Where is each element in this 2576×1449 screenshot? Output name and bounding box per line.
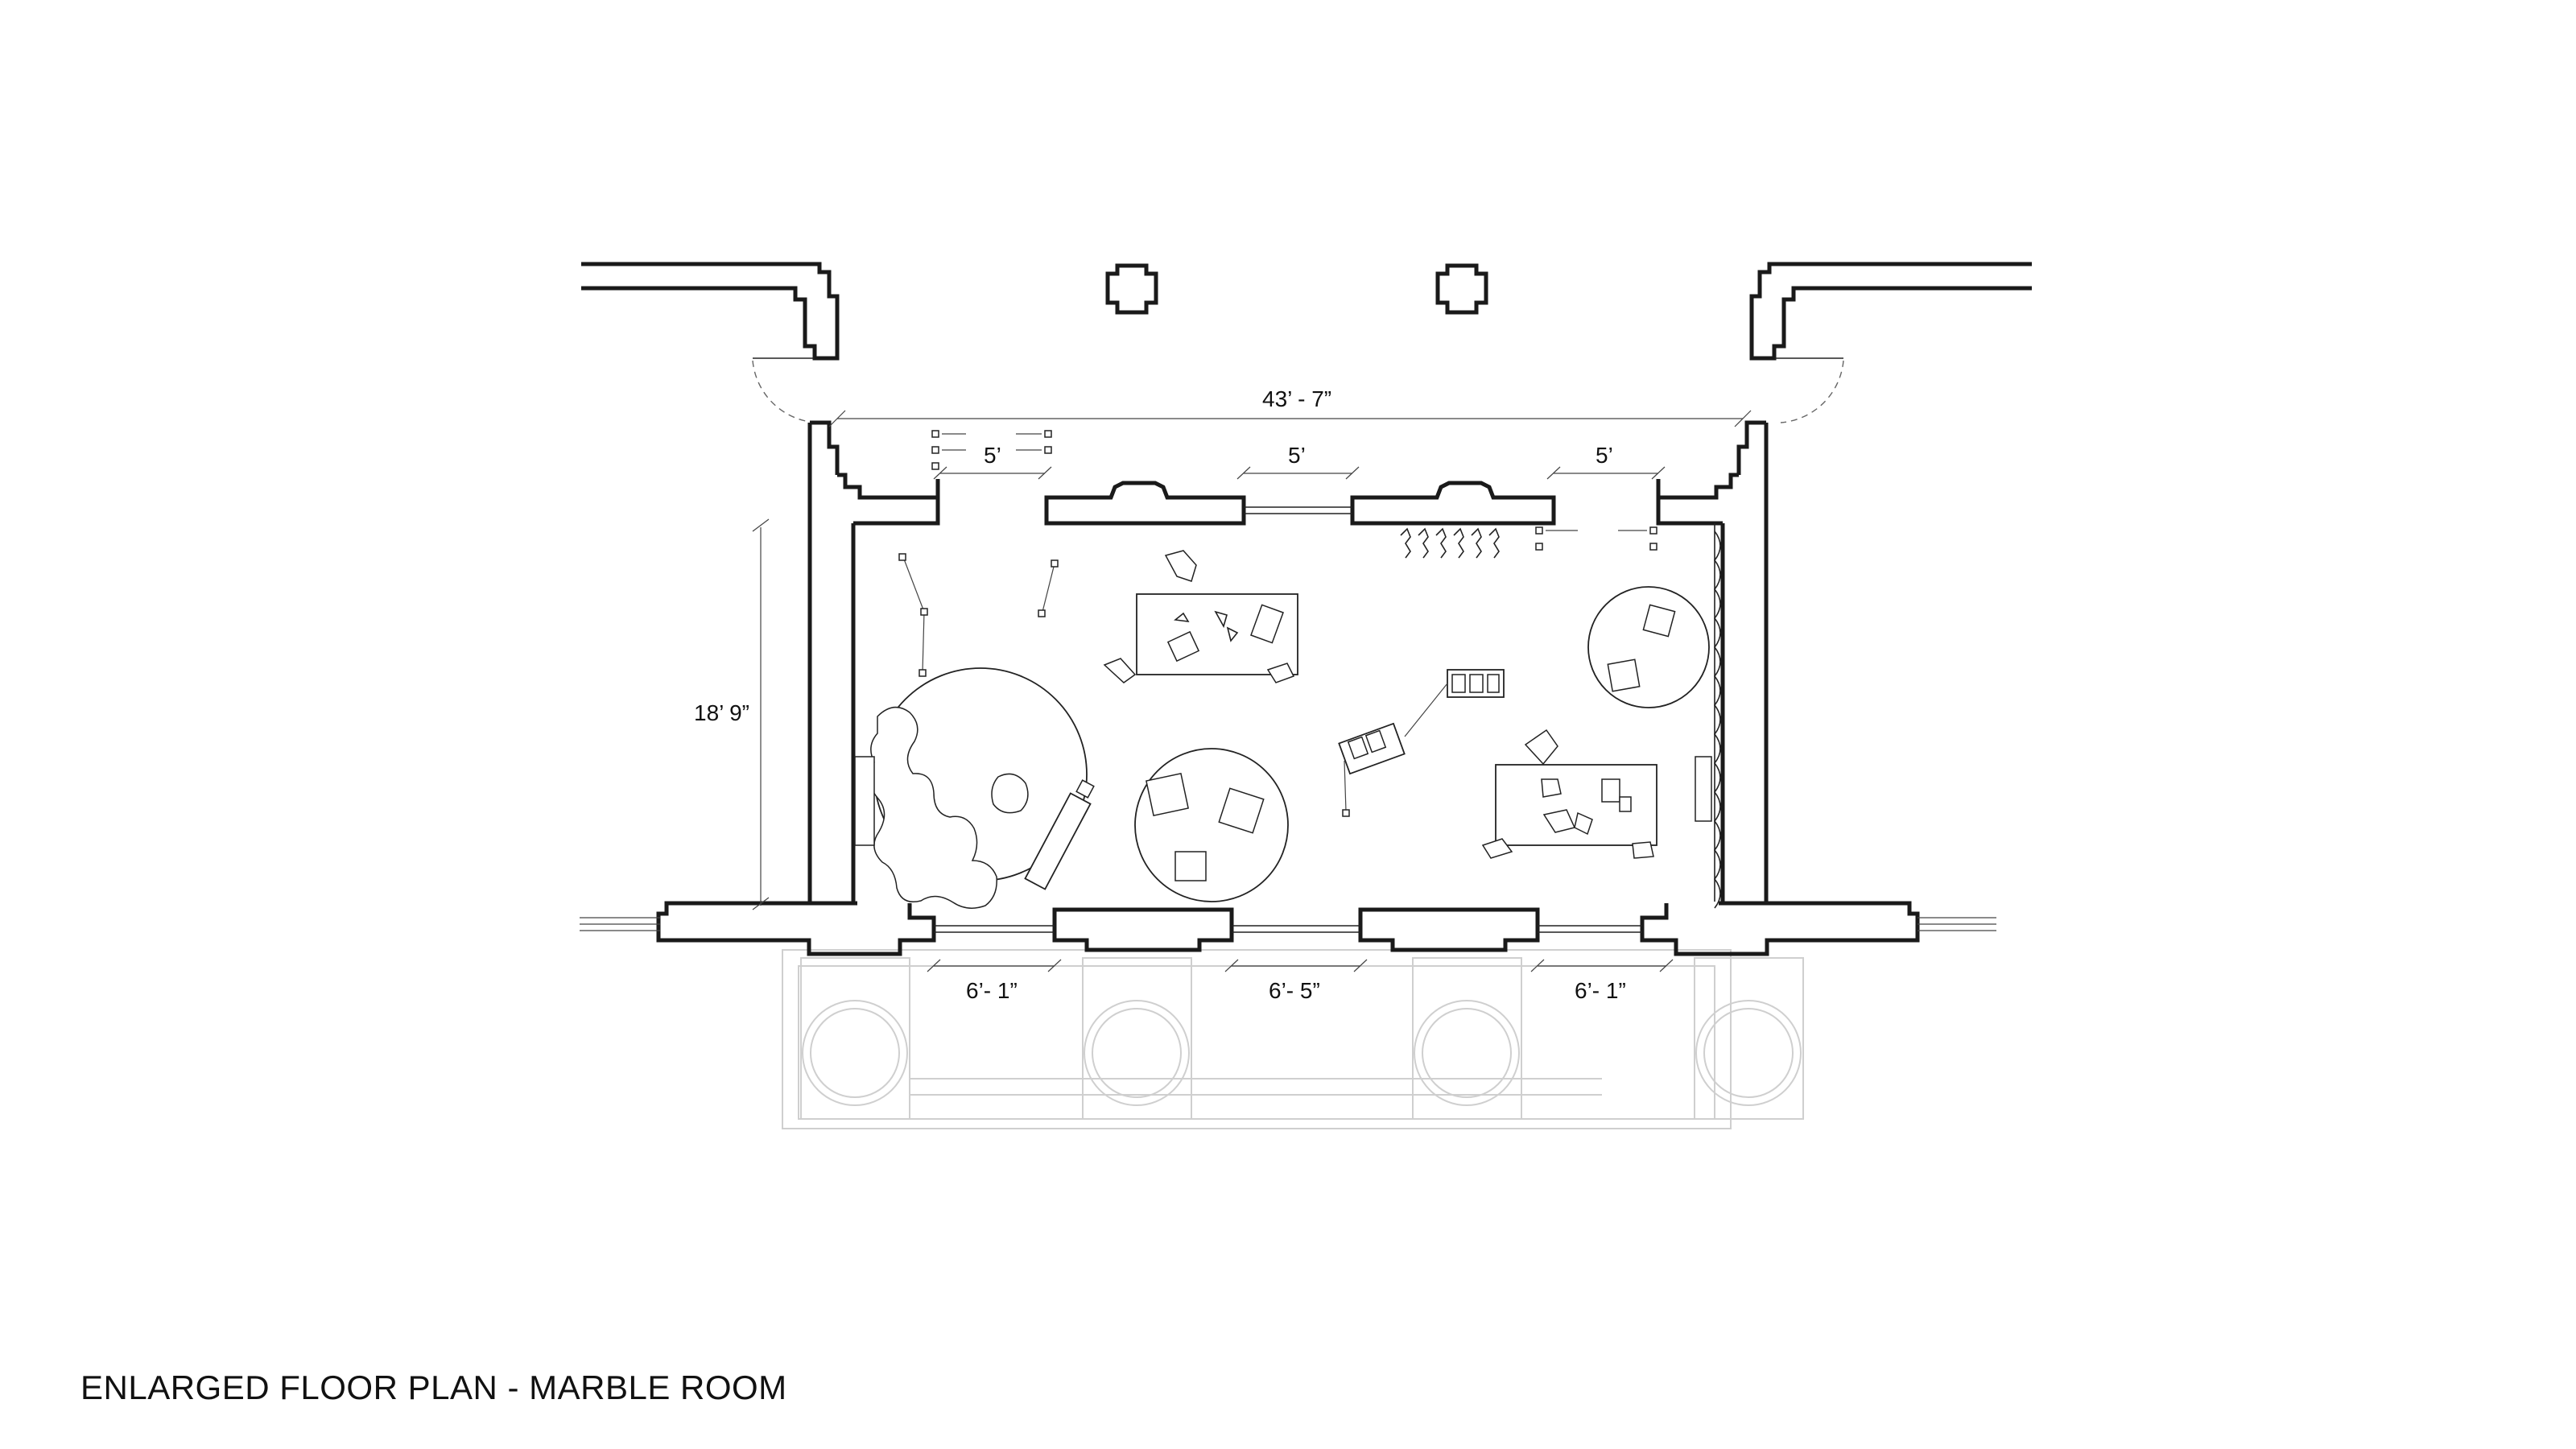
- upper-corridor-walls: [581, 262, 2032, 423]
- chair-row: [1400, 527, 1500, 559]
- planter-1: [800, 957, 910, 1120]
- terrace-planters: [782, 949, 1804, 1129]
- hanging-lights-left: [898, 553, 1059, 677]
- planter-3: [1412, 957, 1522, 1120]
- round-platform-left: [854, 667, 1095, 909]
- dimension-lines: [752, 410, 1752, 972]
- dimension-top-window-center: 5’: [1288, 443, 1306, 468]
- dimension-room-depth: 18’ 9”: [694, 700, 749, 725]
- dimension-bottom-window-left: 6’- 1”: [966, 978, 1018, 1003]
- display-easel-right: [1338, 669, 1505, 817]
- dimension-overall-width: 43’ - 7”: [1262, 386, 1331, 411]
- planter-4: [1694, 957, 1804, 1120]
- column-right: [1435, 263, 1488, 315]
- room-furnishings: [854, 430, 1721, 909]
- dimension-bottom-window-right: 6’- 1”: [1575, 978, 1626, 1003]
- drawing-title: ENLARGED FLOOR PLAN - MARBLE ROOM: [80, 1368, 787, 1406]
- round-table-bottom-center: [1134, 748, 1289, 902]
- table-bottom-right: [1481, 729, 1657, 859]
- table-top-center: [1103, 550, 1298, 683]
- dimension-top-window-right: 5’: [1596, 443, 1613, 468]
- wall-bench-right: [1695, 756, 1712, 822]
- round-table-top-right: [1587, 586, 1710, 708]
- planter-2: [1082, 957, 1192, 1120]
- dimension-top-window-left: 5’: [984, 443, 1001, 468]
- dimension-bottom-window-center: 6’- 5”: [1269, 978, 1320, 1003]
- bottom-wall: [580, 901, 1996, 956]
- right-wall-drapery: [1713, 523, 1721, 909]
- column-left: [1105, 263, 1158, 315]
- wall-fixtures-top: [931, 430, 1657, 551]
